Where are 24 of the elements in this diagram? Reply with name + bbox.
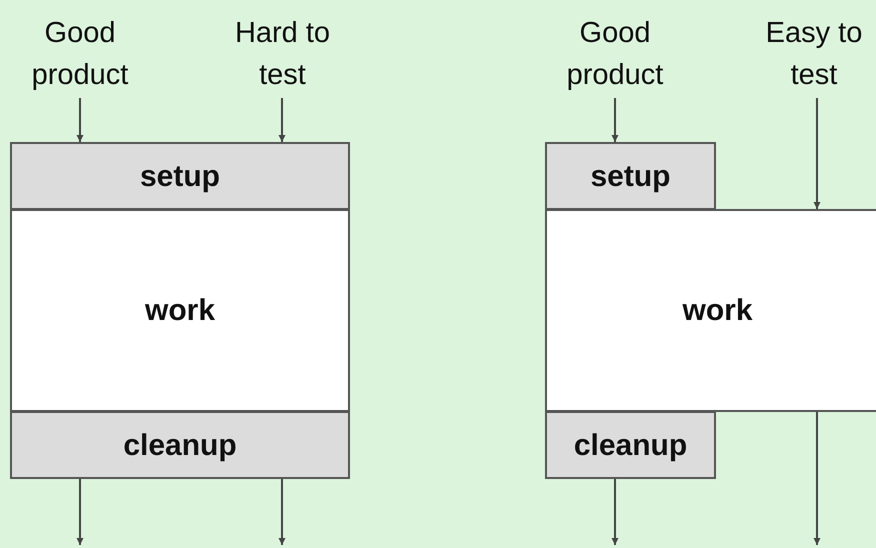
process-box bbox=[10, 411, 350, 479]
arrow bbox=[612, 479, 618, 545]
box-label: setup bbox=[590, 158, 670, 194]
input-label: Good product bbox=[30, 16, 130, 93]
input-label: Good product bbox=[566, 16, 664, 93]
arrow bbox=[278, 479, 286, 545]
process-box bbox=[10, 209, 350, 412]
arrow bbox=[612, 98, 618, 142]
box-label: cleanup bbox=[574, 428, 688, 464]
box-label: setup bbox=[140, 158, 220, 194]
input-label: Easy to test bbox=[764, 16, 864, 93]
arrow bbox=[278, 98, 286, 142]
process-box bbox=[545, 411, 716, 479]
arrow bbox=[76, 98, 84, 142]
process-box bbox=[545, 142, 716, 210]
box-label: work bbox=[144, 293, 216, 329]
box-label: work bbox=[682, 293, 753, 329]
box-label: cleanup bbox=[123, 428, 237, 464]
process-box bbox=[545, 209, 876, 412]
input-label: Hard to test bbox=[234, 16, 332, 93]
arrow bbox=[814, 98, 820, 209]
process-box bbox=[10, 142, 350, 210]
arrow bbox=[814, 412, 820, 545]
arrow bbox=[76, 479, 84, 545]
